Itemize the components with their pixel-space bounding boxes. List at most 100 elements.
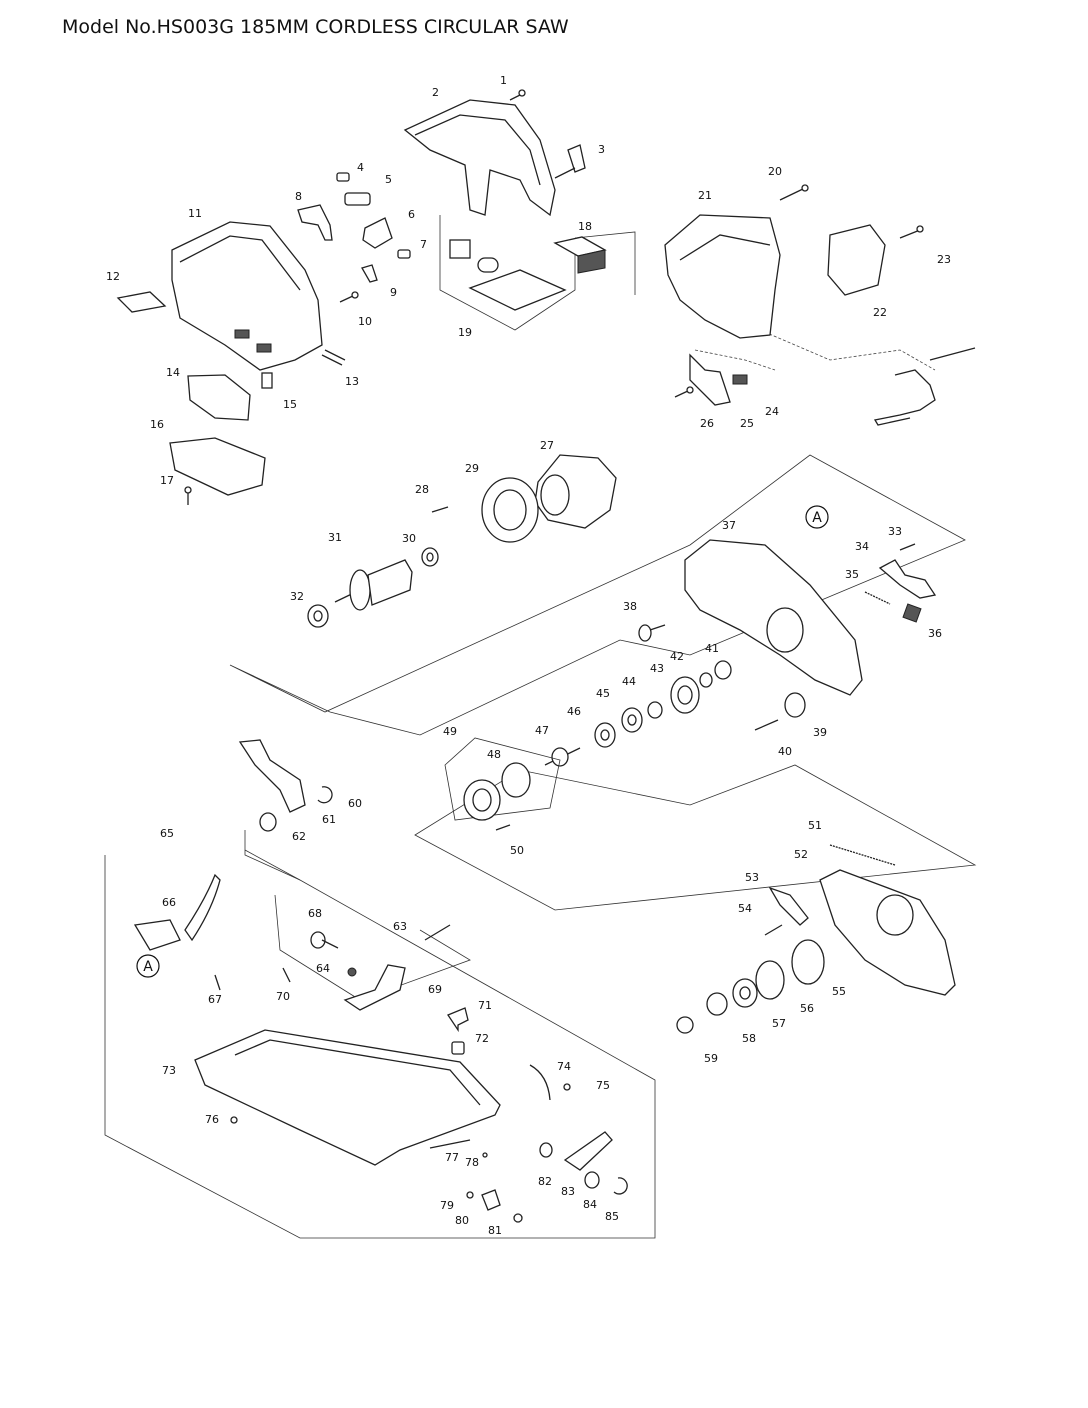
callout-62: 62: [292, 830, 306, 843]
part-1-screw: [509, 89, 526, 101]
part-37-blade-case: [684, 539, 863, 696]
part-61-link: [238, 739, 306, 813]
part-47-spindle: [544, 747, 581, 767]
part-3-switch-lever: [554, 144, 586, 179]
callout-33: 33: [888, 525, 902, 538]
part-65-bevel-bracket: [133, 919, 181, 951]
callout-18: 18: [578, 220, 592, 233]
callout-31: 31: [328, 531, 342, 544]
part-76-rivet: [230, 1116, 238, 1124]
part-25-brush-holder: [689, 353, 731, 406]
callout-26: 26: [700, 417, 714, 430]
callout-9: 9: [390, 286, 397, 299]
callout-71: 71: [478, 999, 492, 1012]
callout-52: 52: [794, 848, 808, 861]
part-72-spring: [451, 1041, 465, 1055]
part-83-lever: [563, 1131, 613, 1171]
reference-mark-a-top: A: [805, 505, 829, 529]
callout-13: 13: [345, 375, 359, 388]
callout-23: 23: [937, 253, 951, 266]
part-13-pin: [321, 349, 346, 366]
part-15-plate: [261, 372, 273, 389]
part-20-screw: [779, 184, 809, 201]
part-78-screw: [482, 1152, 488, 1158]
callout-83: 83: [561, 1185, 575, 1198]
part-59-bolt: [676, 1016, 694, 1034]
group-outline-blade-case: [414, 764, 977, 911]
part-48-o-ring: [501, 762, 531, 798]
callout-25: 25: [740, 417, 754, 430]
callout-29: 29: [465, 462, 479, 475]
group-outline-link: [244, 830, 301, 881]
callout-81: 81: [488, 1224, 502, 1237]
part-60-retaining-ring: [317, 786, 333, 804]
callout-44: 44: [622, 675, 636, 688]
callout-45: 45: [596, 687, 610, 700]
part-84-collar: [584, 1171, 600, 1189]
part-36-knob: [902, 603, 922, 623]
part-77-plate: [429, 1139, 471, 1149]
part-32-bearing: [307, 604, 329, 628]
part-45-bearing: [621, 707, 643, 733]
part-26-screw: [674, 386, 694, 398]
svg-text:A: A: [812, 510, 822, 526]
part-38-bolt: [638, 624, 666, 642]
part-73-base: [194, 1029, 501, 1166]
callout-78: 78: [465, 1156, 479, 1169]
callout-38: 38: [623, 600, 637, 613]
group-outline-upper-left: [439, 215, 576, 331]
callout-55: 55: [832, 985, 846, 998]
callout-66: 66: [162, 896, 176, 909]
part-42-retaining-ring: [699, 672, 713, 688]
callout-56: 56: [800, 1002, 814, 1015]
part-2-housing-cover: [403, 99, 556, 217]
callout-15: 15: [283, 398, 297, 411]
callout-39: 39: [813, 726, 827, 739]
callout-14: 14: [166, 366, 180, 379]
part-28-screw: [431, 506, 449, 513]
callout-42: 42: [670, 650, 684, 663]
part-5-lock-button: [344, 192, 371, 206]
callout-79: 79: [440, 1199, 454, 1212]
part-24-carbon-brush: [732, 374, 748, 385]
part-4-spring: [336, 172, 350, 182]
part-62-collar: [259, 812, 277, 832]
callout-63: 63: [393, 920, 407, 933]
part-17-screw: [184, 486, 192, 505]
callout-8: 8: [295, 190, 302, 203]
part-44-ring: [647, 701, 663, 719]
callout-48: 48: [487, 748, 501, 761]
callout-32: 32: [290, 590, 304, 603]
callout-19: 19: [458, 326, 472, 339]
callout-58: 58: [742, 1032, 756, 1045]
callout-80: 80: [455, 1214, 469, 1227]
callout-1: 1: [500, 74, 507, 87]
part-10-screw: [339, 291, 359, 303]
callout-10: 10: [358, 315, 372, 328]
callout-49: 49: [443, 725, 457, 738]
callout-11: 11: [188, 207, 202, 220]
part-14-terminal: [187, 374, 251, 421]
part-41-washer: [714, 660, 732, 680]
part-30-bearing: [421, 547, 439, 567]
part-85-retaining-ring: [613, 1177, 628, 1195]
callout-28: 28: [415, 483, 429, 496]
callout-20: 20: [768, 165, 782, 178]
callout-2: 2: [432, 86, 439, 99]
callout-43: 43: [650, 662, 664, 675]
leader-brush-holder: [694, 349, 776, 371]
callout-30: 30: [402, 532, 416, 545]
part-8-switch-trigger: [297, 204, 333, 241]
svg-text:A: A: [143, 959, 153, 975]
callout-70: 70: [276, 990, 290, 1003]
part-11-motor-housing: [171, 221, 323, 371]
part-80-nut: [481, 1189, 501, 1211]
callout-27: 27: [540, 439, 554, 452]
callout-72: 72: [475, 1032, 489, 1045]
part-70-screw: [282, 967, 291, 983]
part-23-screw: [899, 225, 924, 239]
part-22-handle-cover: [827, 224, 886, 296]
group-outline-controller: [574, 231, 636, 295]
